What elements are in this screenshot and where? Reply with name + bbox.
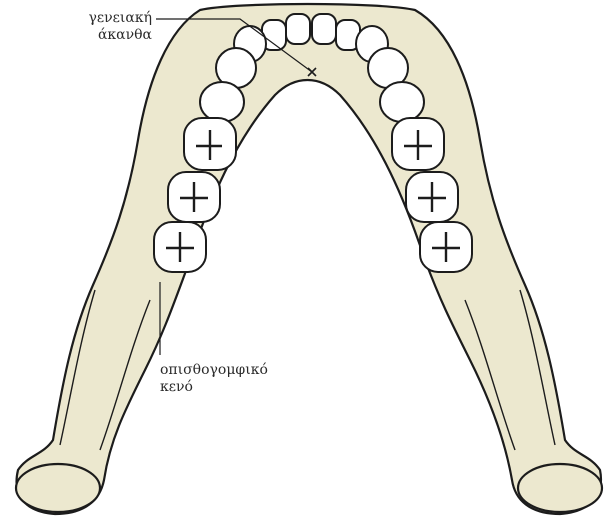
left-condyle xyxy=(16,464,100,512)
tooth-incisor-2 xyxy=(312,14,336,44)
retromolar-space-label-line2: κενό xyxy=(160,379,268,396)
retromolar-space-label: οπισθογομφικό κενό xyxy=(160,362,268,396)
tooth-incisor-1 xyxy=(286,14,310,44)
tooth-right-premolar-2 xyxy=(380,82,424,122)
right-condyle xyxy=(518,464,602,512)
genial-spine-label-line1: γενειακή xyxy=(68,10,152,27)
tooth-left-premolar-2 xyxy=(200,82,244,122)
genial-spine-label: γενειακή άκανθα xyxy=(68,10,152,44)
retromolar-space-label-line1: οπισθογομφικό xyxy=(160,362,268,379)
genial-spine-label-line2: άκανθα xyxy=(68,27,152,44)
